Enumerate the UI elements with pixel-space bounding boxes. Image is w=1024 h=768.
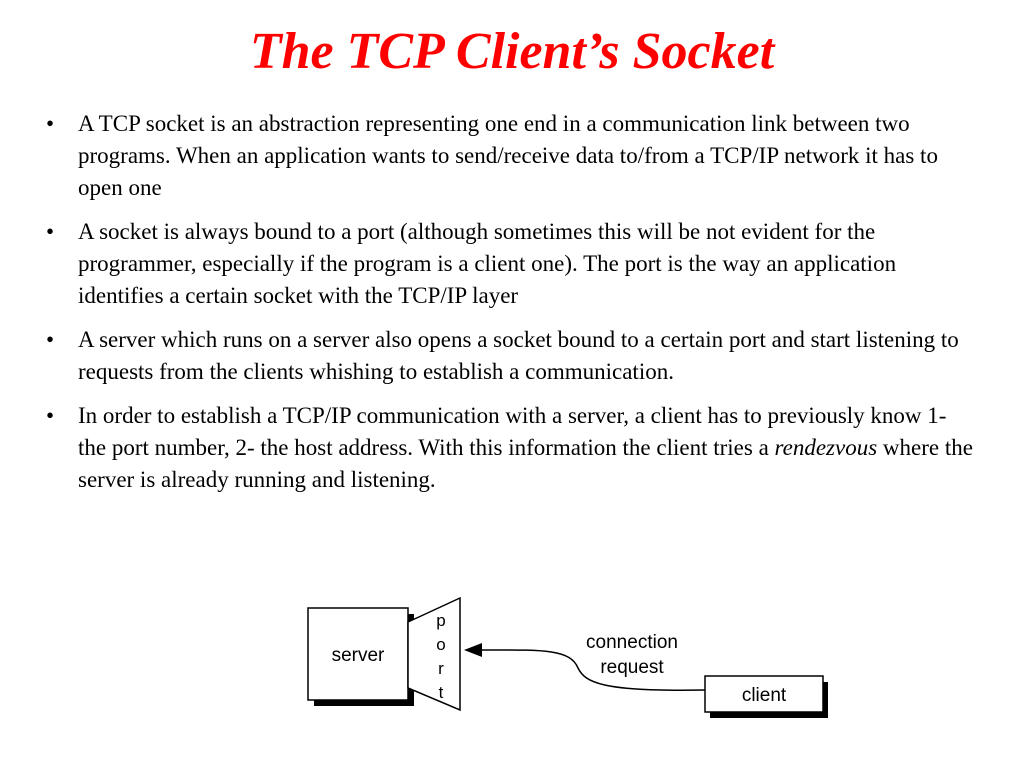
bullet-dot: • xyxy=(46,219,55,244)
bullet-text-after: where the server is already running and … xyxy=(78,435,973,492)
socket-diagram: server p o r t connection request client xyxy=(307,596,828,718)
connection-curve xyxy=(474,649,706,692)
bullet-item: • A TCP socket is an abstraction represe… xyxy=(40,108,980,204)
bullet-text-before: In order to establish a TCP/IP communica… xyxy=(78,403,947,460)
port-letter: r xyxy=(438,659,444,678)
port-shape xyxy=(407,596,461,712)
client-label: client xyxy=(742,685,787,706)
arrowhead-icon xyxy=(464,643,482,657)
bullet-item: • In order to establish a TCP/IP communi… xyxy=(40,400,980,496)
port-letter: p xyxy=(436,611,445,630)
bullet-item: • A socket is always bound to a port (al… xyxy=(40,216,980,312)
bullet-text: A socket is always bound to a port (alth… xyxy=(78,219,897,308)
bullet-text: A server which runs on a server also ope… xyxy=(78,327,959,384)
bullet-list: • A TCP socket is an abstraction represe… xyxy=(40,108,980,508)
server-label: server xyxy=(332,645,385,666)
client-box xyxy=(704,675,824,713)
port-letter: t xyxy=(439,683,444,702)
connection-label-line1: connection xyxy=(586,632,678,653)
bullet-dot: • xyxy=(46,111,55,136)
bullet-text: A TCP socket is an abstraction represent… xyxy=(78,111,938,200)
bullet-item: • A server which runs on a server also o… xyxy=(40,324,980,388)
bullet-dot: • xyxy=(46,403,55,428)
bullet-dot: • xyxy=(46,327,55,352)
connection-label-line2: request xyxy=(600,657,664,678)
bullet-emphasis: rendezvous xyxy=(774,435,878,460)
slide-title: The TCP Client’s Socket xyxy=(249,23,775,80)
server-box xyxy=(307,607,409,701)
port-letter: o xyxy=(436,635,445,654)
